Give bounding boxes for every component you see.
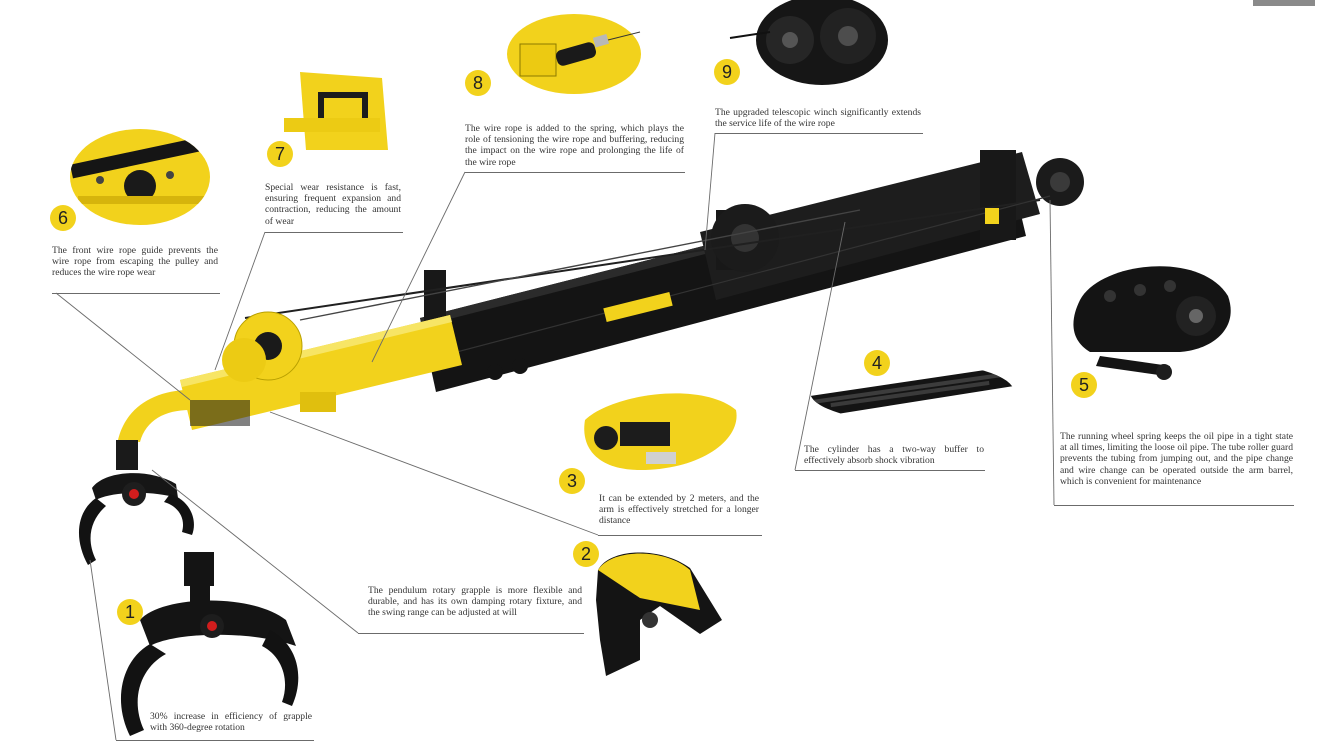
caption-1-underline: [116, 740, 314, 741]
detail-4-cylinder: [810, 366, 1014, 418]
detail-3-extension: [584, 388, 739, 472]
detail-8-spring: [507, 14, 641, 94]
badge-1: 1: [117, 599, 143, 625]
badge-4: 4: [864, 350, 890, 376]
badge-5: 5: [1071, 372, 1097, 398]
caption-9-underline: [715, 133, 923, 134]
caption-3: It can be extended by 2 meters, and the …: [599, 493, 759, 527]
corner-thumbnail: [1253, 0, 1315, 6]
caption-4: The cylinder has a two-way buffer to eff…: [804, 444, 984, 467]
caption-5-underline: [1054, 505, 1294, 506]
caption-2: The pendulum rotary grapple is more flex…: [368, 585, 582, 619]
caption-9: The upgraded telescopic winch significan…: [715, 107, 921, 130]
detail-9-winch: [729, 0, 888, 85]
badge-9: 9: [714, 59, 740, 85]
caption-7-underline: [265, 232, 403, 233]
main-boom: [244, 150, 1084, 392]
caption-6: The front wire rope guide prevents the w…: [52, 245, 218, 279]
detail-1-grapple: [120, 552, 299, 736]
detail-2-pendulum: [596, 552, 722, 676]
yellow-boom-head: [118, 311, 462, 442]
caption-4-underline: [795, 470, 985, 471]
badge-8: 8: [465, 70, 491, 96]
boom-grapple: [78, 440, 194, 565]
caption-6-underline: [52, 293, 220, 294]
caption-2-underline: [358, 633, 584, 634]
badge-3: 3: [559, 468, 585, 494]
leader-lines: [55, 132, 1055, 741]
caption-3-underline: [598, 535, 762, 536]
badge-2: 2: [573, 541, 599, 567]
caption-5: The running wheel spring keeps the oil p…: [1060, 431, 1293, 487]
detail-5-running-wheel: [1073, 266, 1231, 380]
badge-7: 7: [267, 141, 293, 167]
detail-7-slider: [284, 72, 388, 150]
caption-8-underline: [465, 172, 685, 173]
caption-8: The wire rope is added to the spring, wh…: [465, 123, 684, 168]
detail-6-rope-guide: [70, 129, 210, 225]
caption-1: 30% increase in efficiency of grapple wi…: [150, 711, 312, 734]
caption-7: Special wear resistance is fast, ensurin…: [265, 182, 401, 227]
badge-6: 6: [50, 205, 76, 231]
